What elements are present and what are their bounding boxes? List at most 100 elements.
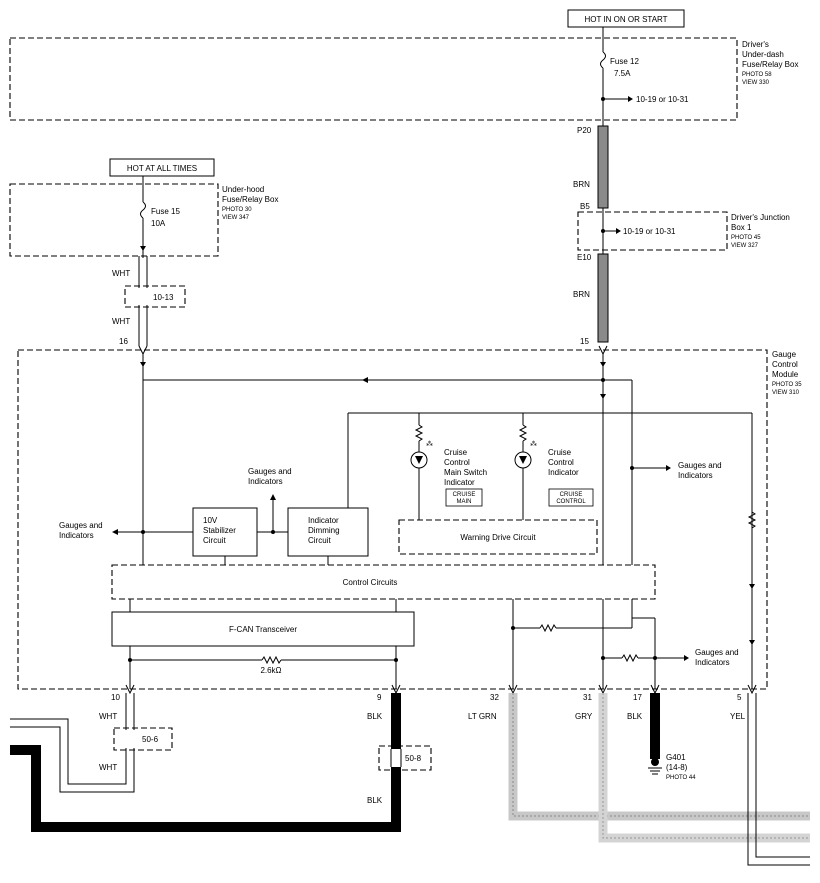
svg-text:PHOTO 45: PHOTO 45 [731,235,761,241]
control-circuits [111,564,656,600]
lamp-rays-icon: ⁂ [426,440,433,448]
underdash-photo: PHOTO 58 [742,72,772,78]
svg-text:PHOTO 30: PHOTO 30 [222,207,252,213]
svg-text:HOT IN ON OR START: HOT IN ON OR START [584,15,667,24]
resistor-value: 2.6kΩ [260,666,281,675]
svg-text:WHT: WHT [99,712,117,721]
svg-text:Fuse/Relay Box: Fuse/Relay Box [222,195,278,204]
svg-text:Main Switch: Main Switch [444,468,487,477]
fuse-15-icon [140,201,146,219]
svg-text:(14-8): (14-8) [666,763,688,772]
svg-text:Indicators: Indicators [248,477,283,486]
svg-text:Dimming: Dimming [308,526,340,535]
svg-text:Indicator: Indicator [444,478,475,487]
svg-text:LT GRN: LT GRN [468,712,497,721]
svg-text:Under-hood: Under-hood [222,185,264,194]
ltgrn-wire [508,693,810,821]
svg-text:50-6: 50-6 [142,735,159,744]
underdash-label-2: Under-dash [742,50,784,59]
svg-text:10-13: 10-13 [153,293,174,302]
svg-text:HOT AT ALL TIMES: HOT AT ALL TIMES [127,164,197,173]
wire-label-brn-2: BRN [573,290,590,299]
svg-text:17: 17 [633,693,642,702]
blk-ground-wire [650,693,660,759]
svg-text:BLK: BLK [627,712,643,721]
warning-drive-circuit [398,519,598,555]
svg-text:50-8: 50-8 [405,754,422,763]
svg-text:PHOTO 35: PHOTO 35 [772,382,802,388]
svg-text:Circuit: Circuit [203,536,226,545]
stabilizer-circuit [192,507,258,557]
svg-text:Module: Module [772,370,799,379]
svg-text:CRUISE: CRUISE [453,492,476,498]
svg-text:F-CAN Transceiver: F-CAN Transceiver [229,625,297,634]
terminal-15: 15 [580,337,589,346]
brn-wire-upper [597,125,609,209]
svg-text:Gauges and: Gauges and [695,648,739,657]
fcan-transceiver [111,611,415,647]
terminal-b5: B5 [580,202,590,211]
cruise-main-badge [445,488,483,507]
svg-text:BLK: BLK [367,796,383,805]
blk-wire-output [10,693,401,832]
junction-box-1: Driver's Junction Box 1 PHOTO 45 VIEW 32… [577,211,790,251]
svg-text:Indicators: Indicators [695,658,730,667]
brn-wire-lower [597,253,609,343]
underdash-label-3: Fuse/Relay Box [742,60,798,69]
svg-text:10: 10 [111,693,120,702]
svg-text:Gauges and: Gauges and [678,461,722,470]
connector-50-8 [378,745,432,771]
svg-text:Cruise: Cruise [548,448,572,457]
gry-wire [598,693,810,843]
svg-text:WHT: WHT [112,317,130,326]
svg-text:Indicators: Indicators [59,531,94,540]
gauge-control-module: Gauge Control Module PHOTO 35 VIEW 310 [17,349,802,690]
svg-text:VIEW 310: VIEW 310 [772,390,800,396]
svg-text:9: 9 [377,693,382,702]
svg-text:Indicator: Indicator [308,516,339,525]
svg-text:Cruise: Cruise [444,448,468,457]
svg-text:WHT: WHT [99,763,117,772]
svg-text:VIEW 347: VIEW 347 [222,215,250,221]
svg-text:WHT: WHT [112,269,130,278]
svg-text:Stabilizer: Stabilizer [203,526,236,535]
svg-text:5: 5 [737,693,742,702]
svg-text:Gauges and: Gauges and [248,467,292,476]
connector-10-13 [124,285,186,308]
svg-text:Gauge: Gauge [772,350,797,359]
svg-text:CONTROL: CONTROL [556,499,586,505]
svg-text:⁂: ⁂ [530,440,537,448]
svg-text:YEL: YEL [730,712,746,721]
ground-icon [648,758,662,775]
svg-text:10A: 10A [151,219,166,228]
svg-text:G401: G401 [666,753,686,762]
svg-text:Control: Control [548,458,574,467]
svg-text:Fuse 15: Fuse 15 [151,207,180,216]
hot-at-all-times-label: HOT AT ALL TIMES [109,158,215,177]
terminal-p20: P20 [577,126,592,135]
ref-10-19-top: 10-19 or 10-31 [636,95,689,104]
underdash-view: VIEW 330 [742,80,770,86]
fuse-12-name: Fuse 12 [610,57,639,66]
svg-text:Gauges and: Gauges and [59,521,103,530]
fuse-12-rating: 7.5A [614,69,631,78]
svg-text:BLK: BLK [367,712,383,721]
svg-text:PHOTO 44: PHOTO 44 [666,775,696,781]
ref-10-19-junction: 10-19 or 10-31 [623,227,676,236]
svg-text:CRUISE: CRUISE [560,492,583,498]
svg-text:Box 1: Box 1 [731,223,752,232]
svg-text:Circuit: Circuit [308,536,331,545]
connector-50-6 [113,727,173,751]
svg-text:32: 32 [490,693,499,702]
svg-text:Indicator: Indicator [548,468,579,477]
svg-text:Driver's Junction: Driver's Junction [731,213,790,222]
underhood-fuse-box: Under-hood Fuse/Relay Box PHOTO 30 VIEW … [9,183,278,257]
svg-text:Warning Drive Circuit: Warning Drive Circuit [460,533,536,542]
svg-text:10V: 10V [203,516,218,525]
svg-text:31: 31 [583,693,592,702]
wire-label-brn-1: BRN [573,180,590,189]
terminal-16: 16 [119,337,128,346]
wht-wire-output [10,693,135,793]
hot-in-on-label: HOT IN ON OR START [567,9,685,28]
